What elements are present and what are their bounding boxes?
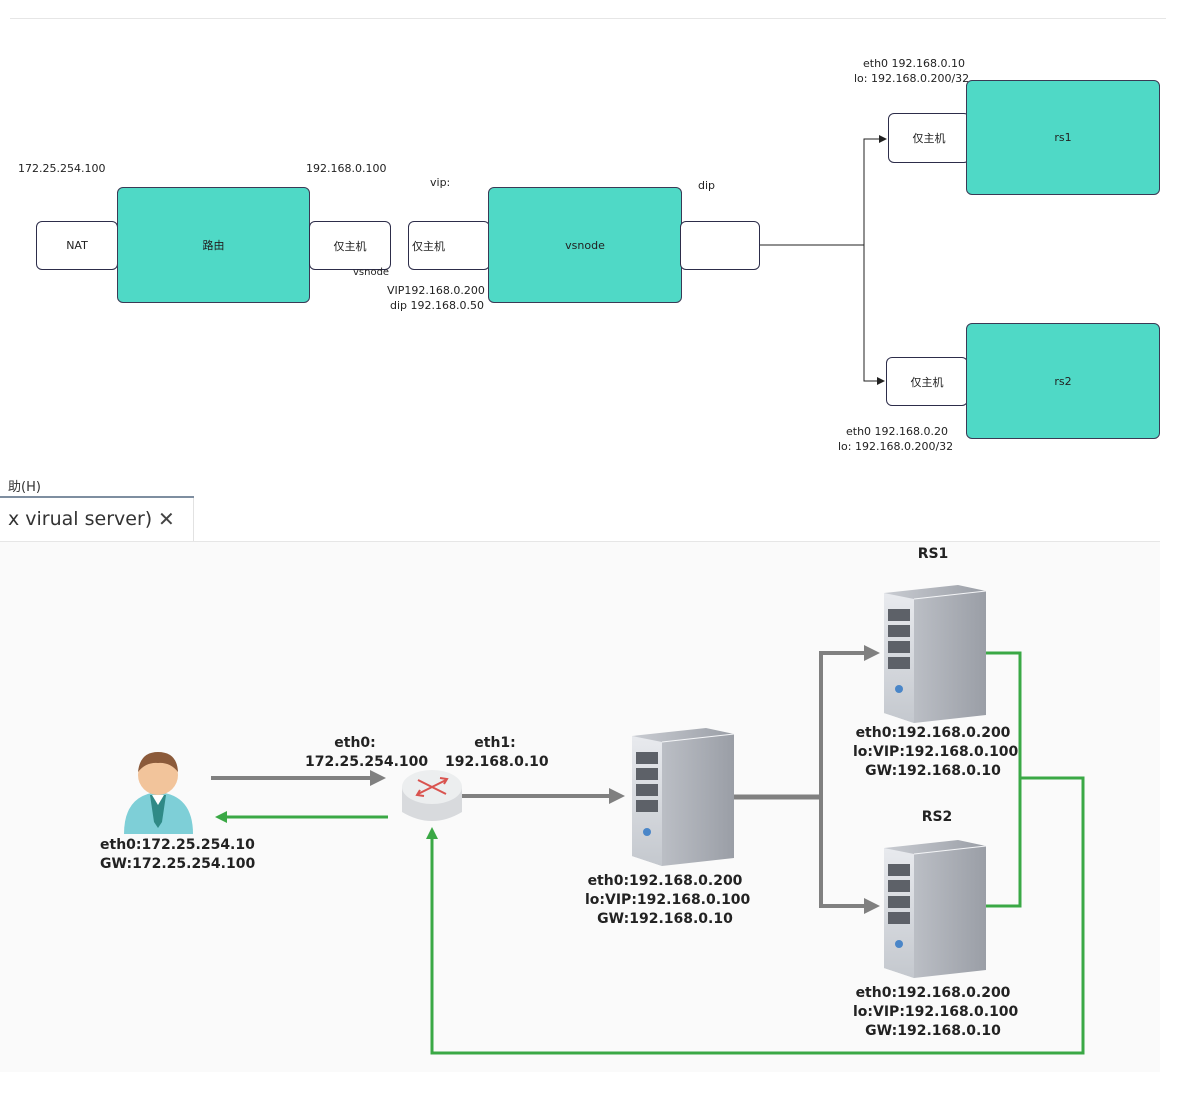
rs1-eth0-label: eth0:192.168.0.200 — [855, 725, 1011, 741]
tab-title: x virual server) — [8, 508, 153, 530]
rs1-box[interactable]: rs1 — [966, 80, 1160, 195]
nat-box[interactable]: NAT — [36, 221, 118, 270]
rs1-eth-label: eth0 192.168.0.10 — [863, 57, 966, 70]
arrow-to-rs2 — [819, 797, 880, 914]
director-gw-label: GW:192.168.0.10 — [597, 911, 733, 927]
tab-active-indicator — [0, 496, 194, 498]
rs2-eth-label: eth0 192.168.0.20 — [846, 425, 949, 438]
router-eth0-title: eth0: — [334, 735, 376, 751]
router-icon — [402, 770, 462, 821]
connector-to-rs2 — [863, 245, 885, 385]
router-box[interactable]: 路由 — [117, 187, 310, 303]
router-ip-label: 192.168.0.100 — [306, 162, 387, 175]
router-eth1-title: eth1: — [474, 735, 516, 751]
director-lo-label: lo:VIP:192.168.0.100 — [585, 892, 751, 908]
dip-label: dip — [698, 179, 716, 192]
rs2-gw-label: GW:192.168.0.10 — [865, 1023, 1001, 1039]
router-eth0-ip: 172.25.254.100 — [305, 754, 429, 770]
vsnode-vip-label: VIP192.168.0.200 — [387, 284, 485, 297]
rs2-lo-label: lo: 192.168.0.200/32 — [838, 440, 954, 453]
rs2-lo-label: lo:VIP:192.168.0.100 — [853, 1004, 1019, 1020]
router-hostonly-box[interactable]: 仅主机 — [309, 221, 391, 270]
director-eth0-label: eth0:192.168.0.200 — [587, 873, 743, 889]
vsnode-dip-box[interactable] — [680, 221, 760, 270]
rs2-hostonly-box[interactable]: 仅主机 — [886, 357, 968, 406]
rs1-lo-label: lo: 192.168.0.200/32 — [854, 72, 970, 85]
help-menu-fragment[interactable]: 助(H) — [8, 480, 41, 495]
arrow-to-rs1 — [819, 645, 880, 797]
close-icon[interactable]: ✕ — [158, 507, 175, 531]
vsnode-dip-ip-label: dip 192.168.0.50 — [390, 299, 484, 312]
tab-document[interactable]: x virual server) ✕ — [0, 498, 194, 542]
vsnode-note: vsnode — [353, 267, 390, 278]
rs2-box[interactable]: rs2 — [966, 323, 1160, 439]
rs2-eth0-label: eth0:192.168.0.200 — [855, 985, 1011, 1001]
rs2-server-icon — [883, 839, 987, 979]
rs1-gw-label: GW:192.168.0.10 — [865, 763, 1001, 779]
director-server-icon — [631, 727, 735, 867]
rs1-lo-label: lo:VIP:192.168.0.100 — [853, 744, 1019, 760]
vsnode-box[interactable]: vsnode — [488, 187, 682, 303]
top-divider — [10, 18, 1166, 19]
top-connectors — [759, 135, 887, 385]
client-gw-label: GW:172.25.254.100 — [100, 856, 256, 872]
rs2-title: RS2 — [921, 809, 953, 825]
rs1-server-icon — [883, 584, 987, 724]
rs1-title: RS1 — [917, 546, 949, 562]
router-eth1-ip: 192.168.0.10 — [445, 754, 549, 770]
response-path-rs1 — [426, 651, 1085, 1055]
response-path-rs2 — [985, 778, 1022, 908]
user-icon — [124, 752, 193, 834]
connector-to-rs1 — [863, 135, 887, 245]
rs1-hostonly-box[interactable]: 仅主机 — [888, 113, 970, 163]
client-eth0-label: eth0:172.25.254.10 — [100, 837, 255, 853]
nat-ip-label: 172.25.254.100 — [18, 162, 106, 175]
vip-label: vip: — [430, 176, 451, 189]
